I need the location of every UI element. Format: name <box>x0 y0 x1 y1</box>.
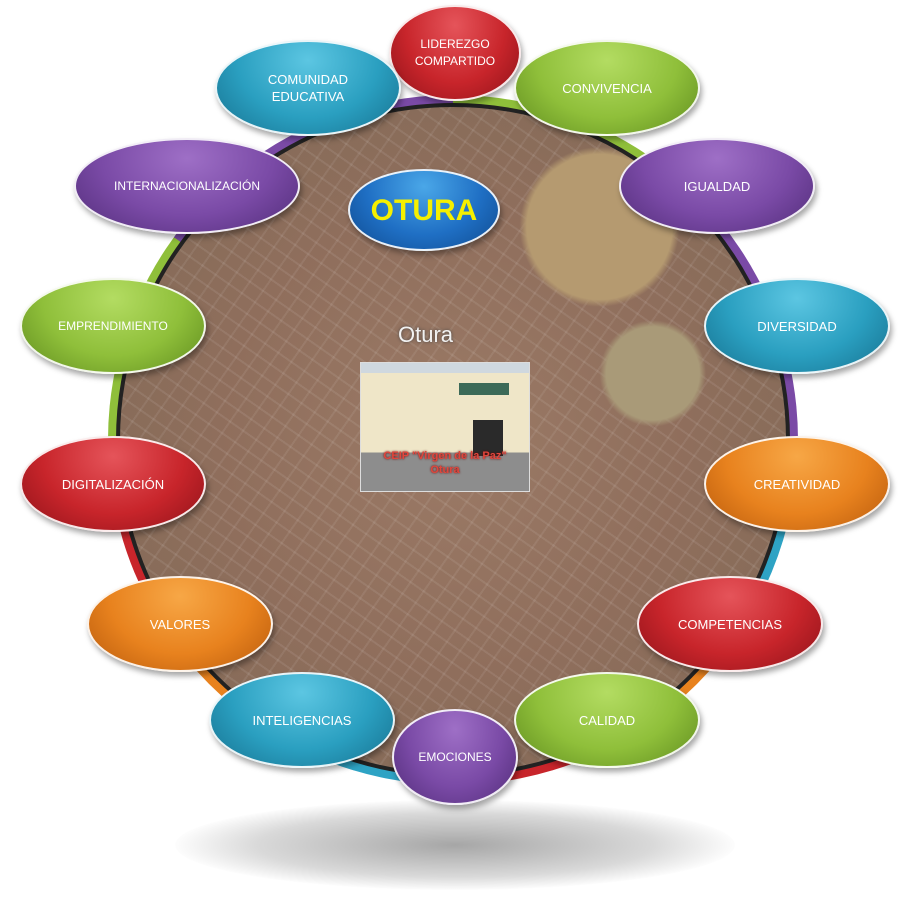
school-photo: CEIP "Virgen de la Paz" Otura <box>360 362 530 492</box>
bubble-emprendimiento: EMPRENDIMIENTO <box>20 278 206 374</box>
photo-caption-line: CEIP "Virgen de la Paz" <box>383 450 507 462</box>
floor-shadow <box>175 800 735 890</box>
bubble-creatividad: CREATIVIDAD <box>704 436 890 532</box>
bubble-igualdad: IGUALDAD <box>619 138 815 234</box>
bubble-calidad: CALIDAD <box>514 672 700 768</box>
bubble-valores: VALORES <box>87 576 273 672</box>
map-label: Otura <box>398 322 454 347</box>
bubble-inteligencias: INTELIGENCIAS <box>209 672 395 768</box>
bubble-convivencia: CONVIVENCIA <box>514 40 700 136</box>
bubble-comunidad-educativa: COMUNIDAD EDUCATIVA <box>215 40 401 136</box>
bubble-internacionalizacion: INTERNACIONALIZACIÓN <box>74 138 300 234</box>
school-door <box>473 420 503 456</box>
photo-caption: CEIP "Virgen de la Paz" Otura <box>361 449 529 477</box>
bubble-competencias: COMPETENCIAS <box>637 576 823 672</box>
bubble-digitalizacion: DIGITALIZACIÓN <box>20 436 206 532</box>
bubble-diversidad: DIVERSIDAD <box>704 278 890 374</box>
center-title: OTURA <box>348 169 500 251</box>
bubble-liderazgo: LIDEREZGO COMPARTIDO <box>389 5 521 101</box>
school-sign <box>459 383 509 395</box>
bubble-emociones: EMOCIONES <box>392 709 518 805</box>
photo-caption-line: Otura <box>430 464 460 476</box>
